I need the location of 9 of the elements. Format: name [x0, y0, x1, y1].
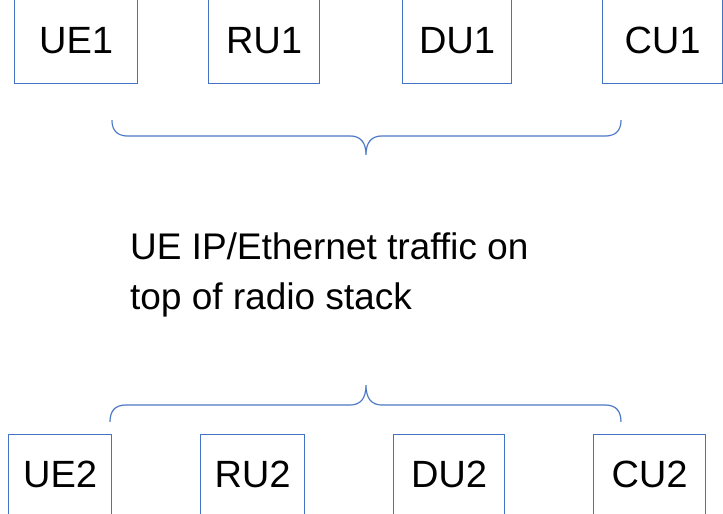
- annotation-text: UE IP/Ethernet traffic on top of radio stack: [130, 225, 530, 319]
- node-box: UE1: [14, 0, 138, 84]
- node-box: DU2: [393, 434, 505, 514]
- node-box: RU2: [200, 434, 305, 514]
- node-box: CU2: [593, 434, 706, 514]
- node-box: CU1: [602, 0, 723, 84]
- node-box: UE2: [8, 434, 112, 514]
- node-box: RU1: [208, 0, 320, 84]
- node-box: DU1: [402, 0, 512, 84]
